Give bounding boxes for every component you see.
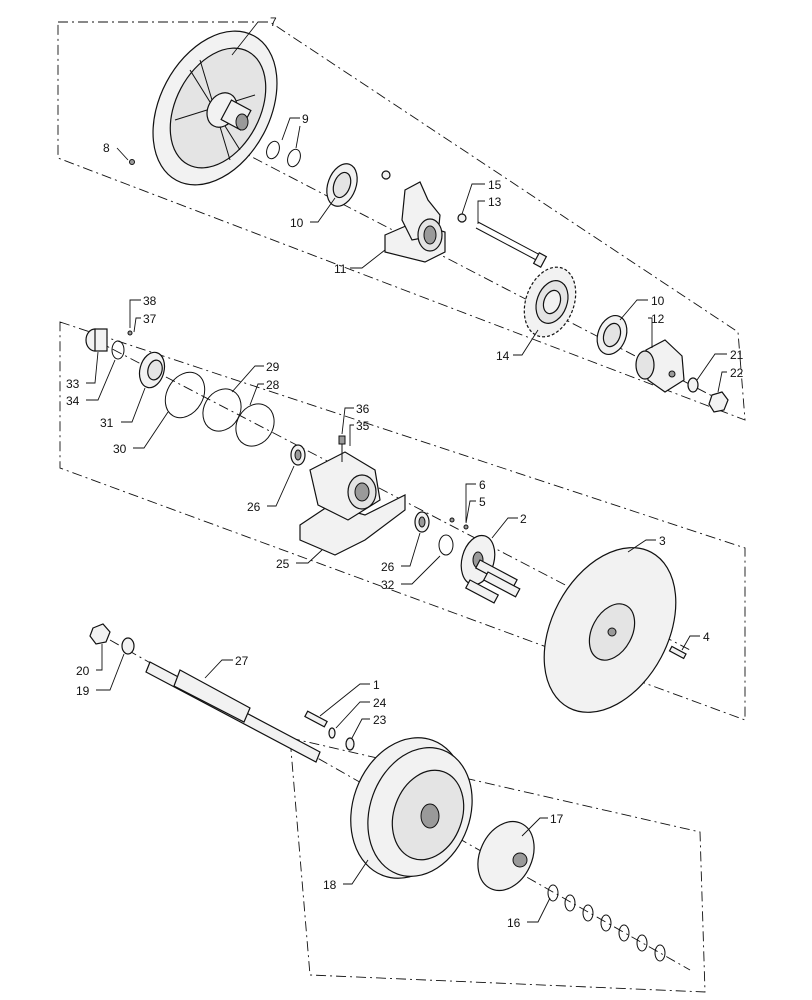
upper-axis-line [199,129,721,401]
label-part-26-left: 26 [247,500,261,514]
label-part-1: 1 [373,678,380,692]
label-part-4: 4 [703,630,710,644]
label-part-13: 13 [488,195,502,209]
label-part-14: 14 [496,349,510,363]
label-part-17: 17 [550,812,564,826]
label-part-27: 27 [235,654,249,668]
label-part-29: 29 [266,360,280,374]
label-part-18: 18 [323,878,337,892]
label-part-8: 8 [103,141,110,155]
label-part-19: 19 [76,684,90,698]
label-part-38: 38 [143,294,157,308]
bearing-housing-12 [635,339,685,393]
middle-axis-line [94,339,691,651]
label-part-2: 2 [520,512,527,526]
label-part-12: 12 [651,312,665,326]
label-part-10-upper: 10 [290,216,304,230]
label-part-33: 33 [66,377,80,391]
set-screw-8 [129,159,135,165]
label-part-35: 35 [356,419,370,433]
middle-assembly-outline [59,321,746,721]
bolt-13 [457,213,548,268]
label-part-9: 9 [302,112,309,126]
tensioner-bracket-11 [381,170,446,263]
label-part-11: 11 [334,262,347,276]
label-part-10-right: 10 [651,294,665,308]
label-part-16: 16 [507,916,521,930]
label-part-22: 22 [730,366,744,380]
label-part-34: 34 [66,394,80,408]
label-part-25: 25 [276,557,290,571]
label-part-28: 28 [266,378,280,392]
snap-rings-9 [266,140,301,168]
leader-lines [86,21,727,923]
label-part-6: 6 [479,478,486,492]
label-part-31: 31 [100,416,114,430]
label-part-21: 21 [730,348,744,362]
label-part-15: 15 [488,178,502,192]
bearing-10-upper [326,163,358,207]
label-part-5: 5 [479,495,486,509]
label-part-32: 32 [381,578,395,592]
label-part-24: 24 [373,696,387,710]
label-part-23: 23 [373,713,387,727]
large-pulley-wheel [129,30,278,186]
lower-assembly-outline [289,737,706,993]
lower-shaft-assembly [89,623,666,962]
middle-bearing-assembly [85,328,687,713]
label-part-36: 36 [356,402,370,416]
assembly-outlines [57,21,746,993]
sprocket-14 [523,266,577,338]
label-part-20: 20 [76,664,90,678]
bearing-10-right [596,315,628,355]
label-part-3: 3 [659,534,666,548]
label-part-7: 7 [270,15,277,29]
label-part-37: 37 [143,312,157,326]
label-part-26-right: 26 [381,560,395,574]
callout-labels: 7 8 9 10 11 15 13 14 10 12 21 22 38 37 3… [66,15,744,930]
label-part-30: 30 [113,442,127,456]
washer-nut-21-22 [687,377,729,413]
